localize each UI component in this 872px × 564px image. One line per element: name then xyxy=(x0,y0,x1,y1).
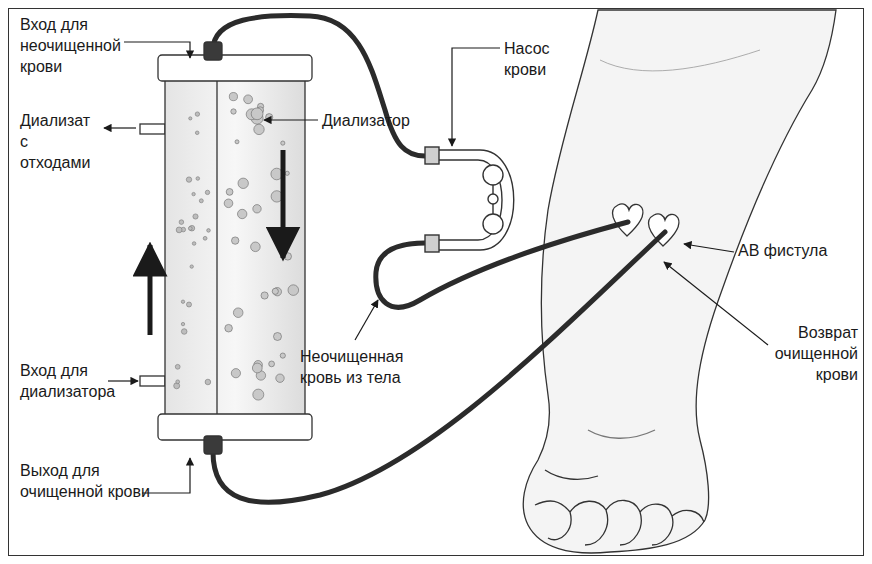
inlet-label: Вход для неочищенной крови xyxy=(20,14,130,77)
blood-cell xyxy=(235,140,239,144)
outlet-label: Диализат с отходами xyxy=(20,110,102,173)
small-bubble xyxy=(176,227,182,233)
part-label: Возврат очищенной крови xyxy=(772,322,858,385)
leader-lines xyxy=(104,42,768,493)
blood-cell xyxy=(288,285,299,296)
blood-cell xyxy=(254,124,264,134)
blood-cell xyxy=(224,199,233,208)
small-bubble xyxy=(188,227,192,231)
small-bubble xyxy=(207,229,211,233)
blood-cell xyxy=(251,242,261,252)
blood-cell xyxy=(238,178,248,188)
small-bubble xyxy=(181,329,187,335)
frame xyxy=(9,9,864,556)
inlet-label: Вход для диализатора xyxy=(20,360,115,402)
dialyzer xyxy=(140,42,312,454)
blood-cell xyxy=(251,108,263,120)
blood-cell xyxy=(276,374,284,382)
blood-cell xyxy=(253,205,261,213)
small-bubble xyxy=(205,190,209,194)
small-bubble xyxy=(179,220,184,225)
small-bubble xyxy=(186,177,191,182)
blood-cell xyxy=(274,333,282,341)
blood-cell xyxy=(233,308,243,318)
blood-cell xyxy=(238,209,247,218)
part-label: Насос крови xyxy=(504,38,574,80)
small-bubble xyxy=(189,117,192,120)
part-label: АВ фистула xyxy=(738,240,858,261)
blood-cell xyxy=(229,93,237,101)
small-bubble xyxy=(181,322,184,325)
small-bubble xyxy=(196,177,200,181)
small-bubble xyxy=(199,199,203,203)
blood-cell xyxy=(261,292,268,299)
blood-cell xyxy=(231,109,236,114)
blood-cell xyxy=(253,389,264,400)
small-bubble xyxy=(192,192,195,195)
blood-cell xyxy=(272,288,278,294)
dialysate-flow-arrow xyxy=(148,245,153,335)
blood-cell xyxy=(232,237,239,244)
blood-cell xyxy=(269,361,275,367)
part-label: Неочищенная кровь из тела xyxy=(300,346,412,388)
small-bubble xyxy=(190,265,193,268)
blood-cell xyxy=(226,189,233,196)
blood-cell xyxy=(273,288,281,296)
small-bubble xyxy=(176,380,180,384)
outlet-label: Выход для очищенной крови xyxy=(20,460,150,502)
part-label: Диализатор xyxy=(322,110,432,131)
blood-pump xyxy=(425,147,514,252)
blood-cell xyxy=(231,369,240,378)
blood-flow-arrow xyxy=(281,150,286,258)
blood-cell xyxy=(244,95,253,104)
small-bubble xyxy=(203,236,207,240)
small-bubble xyxy=(205,379,211,385)
small-bubble xyxy=(192,242,196,246)
blood-cell xyxy=(225,324,233,332)
blood-cell xyxy=(252,363,262,373)
small-bubble xyxy=(187,302,192,307)
arm xyxy=(523,10,836,553)
blood-cell xyxy=(280,353,285,358)
small-bubble xyxy=(181,300,184,303)
small-bubble xyxy=(195,131,199,135)
small-bubble xyxy=(193,214,198,219)
small-bubble xyxy=(195,112,199,116)
small-bubble xyxy=(189,225,195,231)
blood-cell xyxy=(281,141,285,145)
blood-cell xyxy=(285,171,289,175)
small-bubble xyxy=(175,364,180,369)
